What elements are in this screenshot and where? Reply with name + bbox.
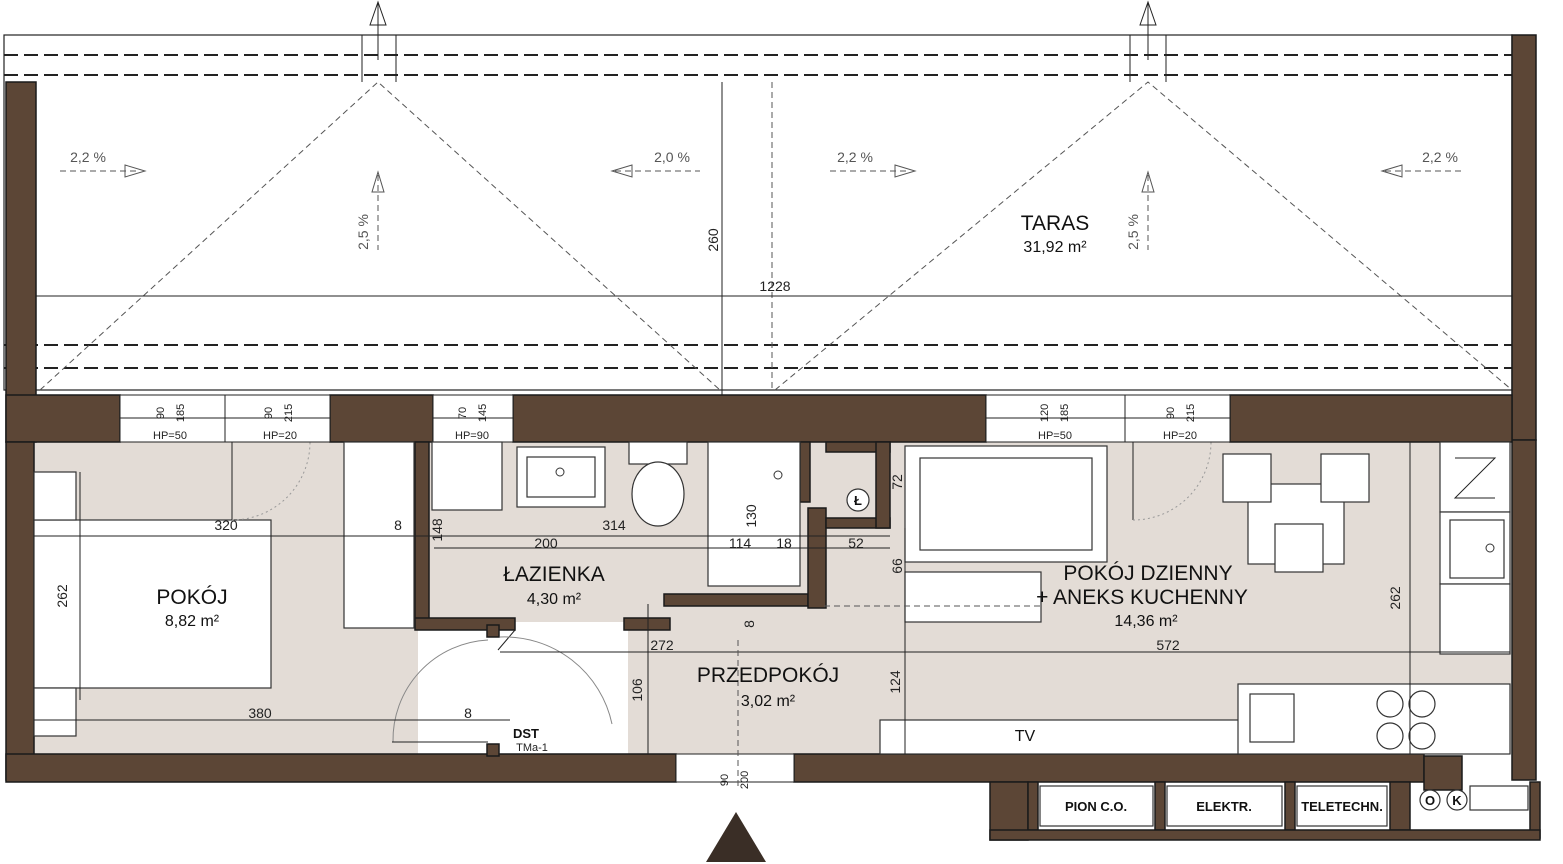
window-5-height: 215	[1185, 404, 1197, 422]
sill-height-4: HP=50	[1038, 430, 1072, 442]
dim-314: 314	[602, 517, 626, 533]
fixtures	[33, 441, 1529, 827]
shaft-o-label: O	[1425, 793, 1435, 808]
slope-label-4: 2,2 %	[1422, 149, 1458, 165]
dim-18: 18	[776, 535, 792, 551]
window-3-width: 70	[457, 407, 469, 419]
dim-106: 106	[629, 678, 645, 702]
dim-572: 572	[1156, 637, 1180, 653]
dim-1228: 1228	[759, 278, 790, 294]
dim-124: 124	[887, 670, 903, 694]
dim-262-left: 262	[54, 584, 70, 608]
dim-200: 200	[534, 535, 558, 551]
window-5-width: 90	[1165, 407, 1177, 419]
slope-label-1: 2,2 %	[70, 149, 106, 165]
dzienny-name-2: + ANEKS KUCHENNY	[1036, 586, 1248, 609]
dim-8-a: 8	[394, 517, 402, 533]
door-width: 90	[719, 774, 731, 786]
window-2-width: 90	[263, 407, 275, 419]
pokoj-name: POKÓJ	[156, 586, 227, 609]
dim-320: 320	[214, 517, 238, 533]
tv-label: TV	[1015, 728, 1036, 745]
dim-262-right: 262	[1387, 586, 1403, 610]
przedpokoj-area: 3,02 m²	[741, 693, 796, 710]
sill-height-1: HP=50	[153, 430, 187, 442]
slope-label-3: 2,2 %	[837, 149, 873, 165]
dst-label: DST	[513, 726, 539, 741]
sill-height-2: HP=20	[263, 430, 297, 442]
przedpokoj-name: PRZEDPOKÓJ	[697, 664, 839, 687]
dim-260: 260	[705, 228, 721, 252]
walls	[5, 34, 1541, 841]
entrance-arrow-icon	[706, 812, 766, 862]
teletechn-label: TELETECHN.	[1301, 799, 1383, 814]
sill-height-3: HP=90	[455, 430, 489, 442]
dim-8-b: 8	[741, 620, 757, 628]
taras-name: TARAS	[1021, 212, 1089, 235]
ventilation-shaft-label: Ł	[854, 493, 862, 508]
door-height: 200	[739, 771, 751, 789]
windows	[119, 394, 1231, 783]
dim-130: 130	[743, 504, 759, 528]
dzienny-name: POKÓJ DZIENNY	[1063, 562, 1232, 585]
slope-label-6: 2,5 %	[1125, 214, 1141, 250]
shaft-k-label: K	[1452, 793, 1462, 808]
tma-label: TMa-1	[516, 742, 548, 754]
dim-114: 114	[729, 535, 752, 551]
dim-272: 272	[650, 637, 674, 653]
window-1-height: 185	[175, 404, 187, 422]
elektr-label: ELEKTR.	[1196, 799, 1252, 814]
dim-8-c: 8	[464, 705, 472, 721]
slope-label-5: 2,5 %	[355, 214, 371, 250]
dimension-lines	[34, 442, 1510, 790]
pokoj-area: 8,82 m²	[165, 613, 220, 630]
lazienka-area: 4,30 m²	[527, 591, 582, 608]
dzienny-area: 14,36 m²	[1114, 613, 1178, 630]
dim-380: 380	[248, 705, 272, 721]
doors	[231, 441, 1212, 743]
window-4-width: 120	[1039, 404, 1051, 422]
dim-148: 148	[429, 518, 445, 542]
pion-co-label: PION C.O.	[1065, 799, 1127, 814]
taras-area: 31,92 m²	[1023, 239, 1087, 256]
lazienka-name: ŁAZIENKA	[503, 563, 605, 586]
window-3-height: 145	[477, 404, 489, 422]
slope-label-2: 2,0 %	[654, 149, 690, 165]
window-4-height: 185	[1059, 404, 1071, 422]
terrace	[3, 0, 1513, 395]
window-2-height: 215	[283, 404, 295, 422]
window-1-width: 90	[155, 407, 167, 419]
dim-66: 66	[889, 558, 905, 574]
dim-72: 72	[889, 474, 905, 490]
dim-52: 52	[848, 535, 864, 551]
sill-height-5: HP=20	[1163, 430, 1197, 442]
